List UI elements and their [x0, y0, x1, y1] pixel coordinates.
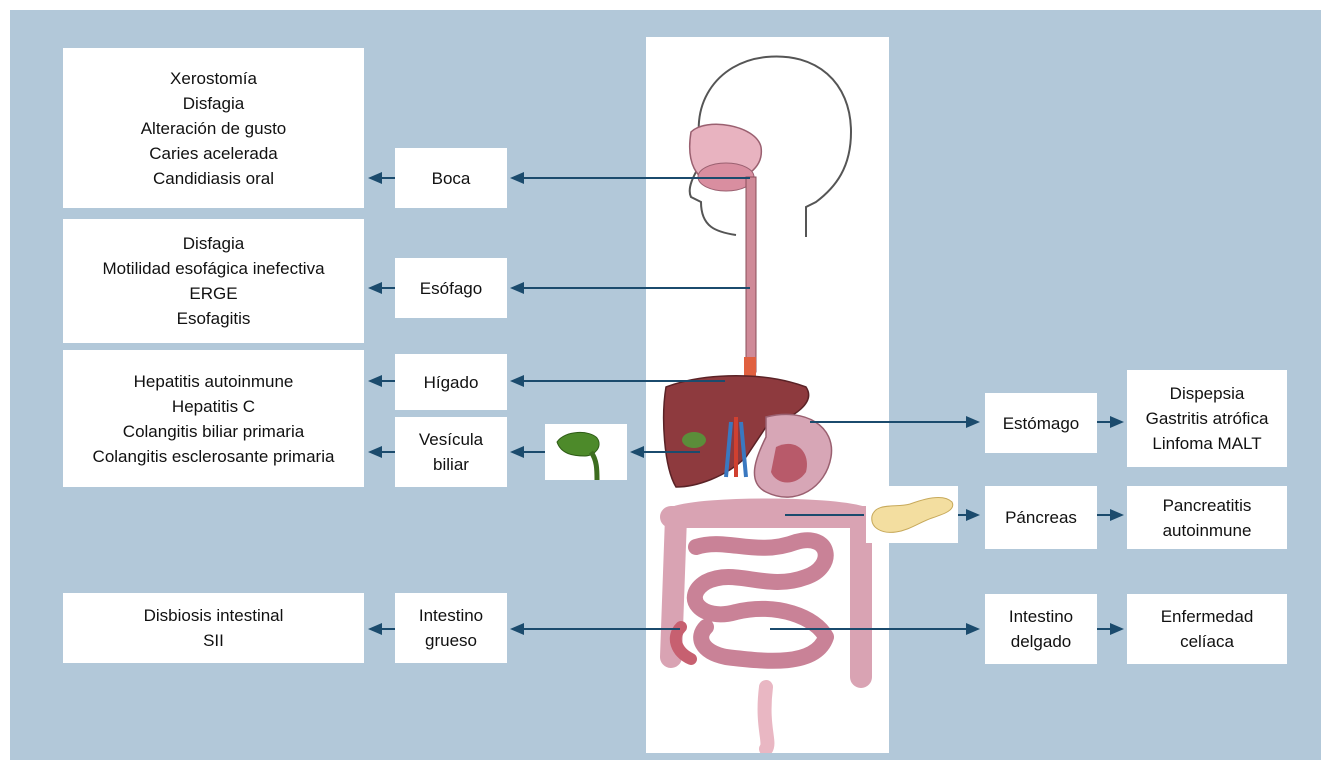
- arrow-estomago-conditions-head: [1110, 416, 1124, 428]
- arrow-pancreas-conditions-head: [1110, 509, 1124, 521]
- arrow-intestino-delgado-conditions-head: [1110, 623, 1124, 635]
- arrow-boca-conditions-head: [368, 172, 382, 184]
- arrow-intestino-delgado-head: [966, 623, 980, 635]
- arrow-pancreas-head: [966, 509, 980, 521]
- arrow-esofago-head: [510, 282, 524, 294]
- arrow-vesicula-head: [630, 446, 644, 458]
- arrow-boca-head: [510, 172, 524, 184]
- arrow-intestino-grueso-conditions-head: [368, 623, 382, 635]
- arrow-esofago-conditions-head: [368, 282, 382, 294]
- arrow-estomago-head: [966, 416, 980, 428]
- arrow-vesicula-conditions-head: [368, 446, 382, 458]
- arrow-higado-conditions-head: [368, 375, 382, 387]
- arrow-intestino-grueso-head: [510, 623, 524, 635]
- arrow-vesicula-image-head: [510, 446, 524, 458]
- arrow-higado-head: [510, 375, 524, 387]
